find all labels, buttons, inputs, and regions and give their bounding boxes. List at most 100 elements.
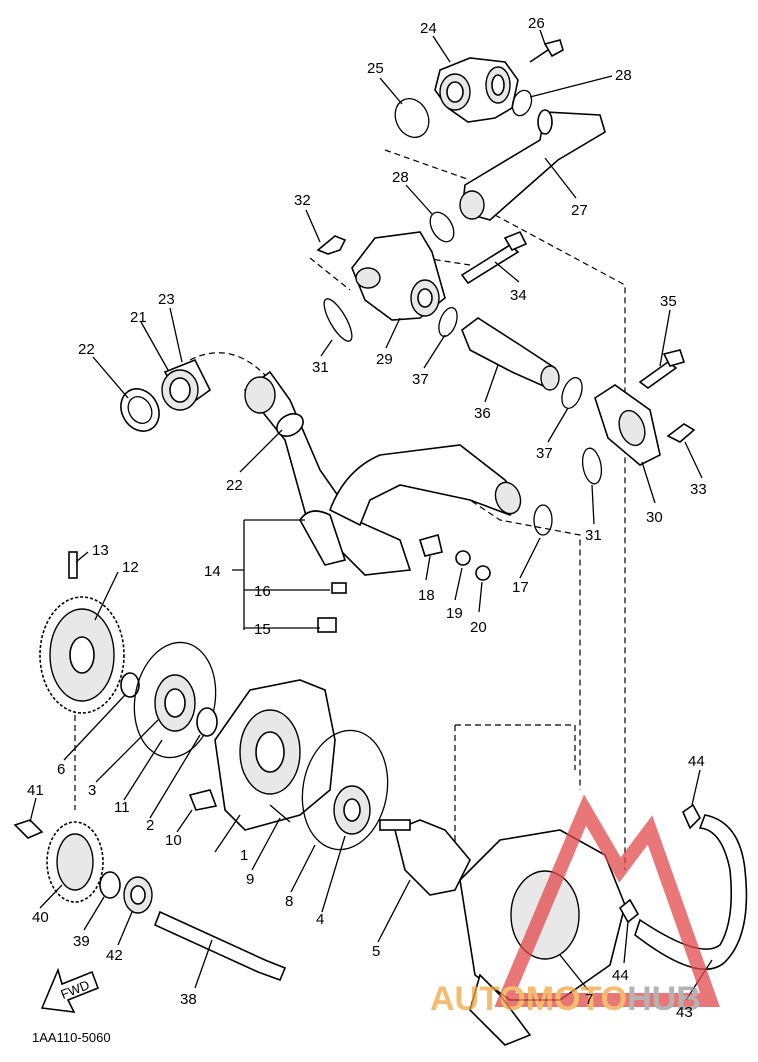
part-8-o-ring: [301, 729, 389, 851]
callout-43: 43: [676, 1004, 693, 1021]
part-22-clamp-top: [120, 388, 160, 432]
callout-31-right: 31: [585, 527, 602, 544]
part-12-gear: [39, 596, 125, 714]
callout-42: 42: [106, 947, 123, 964]
callout-44-top: 44: [688, 753, 705, 770]
callout-28-top: 28: [615, 67, 632, 84]
part-27-pipe: [459, 109, 606, 221]
part-40-gear: [46, 821, 104, 903]
part-31-gasket-left: [323, 298, 353, 342]
callout-1: 1: [240, 847, 248, 864]
callout-26: 26: [528, 15, 545, 32]
part-32-bolt: [316, 235, 347, 255]
callout-37-right: 37: [536, 445, 553, 462]
part-25-o-ring: [394, 98, 430, 138]
part-39-washer: [99, 871, 121, 899]
part-44-clip-top: [682, 803, 701, 830]
part-13-pin: [68, 551, 78, 579]
part-37-o-ring-left: [438, 306, 458, 338]
callout-40: 40: [32, 909, 49, 926]
part-5-impeller: [379, 819, 471, 896]
callout-14: 14: [204, 563, 221, 580]
part-33-bolt: [666, 423, 696, 443]
callout-11: 11: [114, 799, 130, 816]
callout-21: 21: [130, 309, 147, 326]
part-21-23-hose-joint: [161, 358, 212, 411]
part-44-clip-lower: [618, 898, 640, 924]
callout-30: 30: [646, 509, 663, 526]
callout-8: 8: [285, 893, 293, 910]
watermark-text-auto: AUTO: [430, 980, 526, 1018]
part-42-bearing: [123, 876, 153, 914]
callout-5: 5: [372, 943, 380, 960]
callout-22-top: 22: [78, 341, 95, 358]
part-34-long-bolt: [460, 230, 528, 285]
part-28-o-ring-mid: [429, 211, 455, 243]
callout-23: 23: [158, 291, 175, 308]
callout-16: 16: [254, 583, 271, 600]
assembly-guide-lines: [74, 149, 626, 870]
part-15-fitting: [317, 617, 337, 633]
part-26-bolt: [529, 39, 564, 63]
callout-31-left: 31: [312, 359, 329, 376]
callout-22-lower: 22: [226, 477, 243, 494]
callout-labels: 1 2 3 4 5 6 7 8 9 10 11 12 13 14 15 16 1…: [27, 15, 707, 1021]
part-6-washer: [120, 672, 140, 698]
part-29-housing: [351, 231, 446, 321]
part-35-bolt: [638, 349, 686, 389]
callout-34: 34: [510, 287, 527, 304]
callout-35: 35: [660, 293, 677, 310]
callout-32: 32: [294, 192, 311, 209]
part-3-bearing: [154, 674, 196, 732]
callout-33: 33: [690, 481, 707, 498]
callout-24: 24: [420, 20, 437, 37]
callout-7: 7: [585, 991, 593, 1008]
callout-36: 36: [474, 405, 491, 422]
callout-38: 38: [180, 991, 197, 1008]
part-10-bolt: [188, 789, 218, 811]
callout-10: 10: [165, 832, 182, 849]
part-24-thermostat-housing: [434, 57, 519, 123]
part-18-bolt: [418, 534, 443, 557]
part-28-o-ring-top: [511, 89, 533, 117]
part-19-washer: [455, 550, 471, 566]
part-31-gasket-right: [581, 447, 603, 485]
fwd-arrow: FWD: [40, 967, 100, 1013]
part-14-hose-assembly: [243, 370, 522, 576]
callout-15: 15: [254, 621, 271, 638]
part-17-o-ring: [533, 504, 553, 536]
part-36-pipe: [461, 317, 560, 391]
callout-9: 9: [246, 871, 254, 888]
diagram-code: 1AA110-5060: [32, 1030, 111, 1045]
callout-25: 25: [367, 60, 384, 77]
callout-29: 29: [376, 351, 393, 368]
callout-39: 39: [73, 933, 90, 950]
part-16-fitting: [331, 582, 347, 594]
callout-17: 17: [512, 579, 529, 596]
fwd-label: FWD: [58, 977, 91, 1002]
leader-lines: [29, 29, 713, 1001]
callout-13: 13: [92, 542, 109, 559]
callout-44-lower: 44: [612, 967, 629, 984]
callout-12: 12: [122, 559, 139, 576]
part-37-o-ring-right: [561, 377, 583, 409]
part-11-circlip: [133, 641, 217, 759]
callout-6: 6: [57, 761, 65, 778]
callout-41: 41: [27, 782, 44, 799]
callout-2: 2: [146, 817, 154, 834]
callout-3: 3: [88, 782, 96, 799]
callout-37-left: 37: [412, 371, 429, 388]
svg-text:AUTOMOTOHUB: AUTOMOTOHUB: [430, 980, 701, 1018]
part-41-bolt: [13, 819, 44, 839]
part-9-pin: [269, 804, 291, 823]
part-38-shaft: [153, 910, 287, 982]
callout-18: 18: [418, 587, 435, 604]
part-43-hose: [634, 814, 748, 970]
callout-28-mid: 28: [392, 169, 409, 186]
callout-20: 20: [470, 619, 487, 636]
watermark-text-moto: MOTO: [526, 980, 627, 1018]
part-30-cover: [594, 384, 661, 466]
watermark-text-hub: HUB: [627, 980, 701, 1018]
part-2-seal: [196, 707, 218, 737]
